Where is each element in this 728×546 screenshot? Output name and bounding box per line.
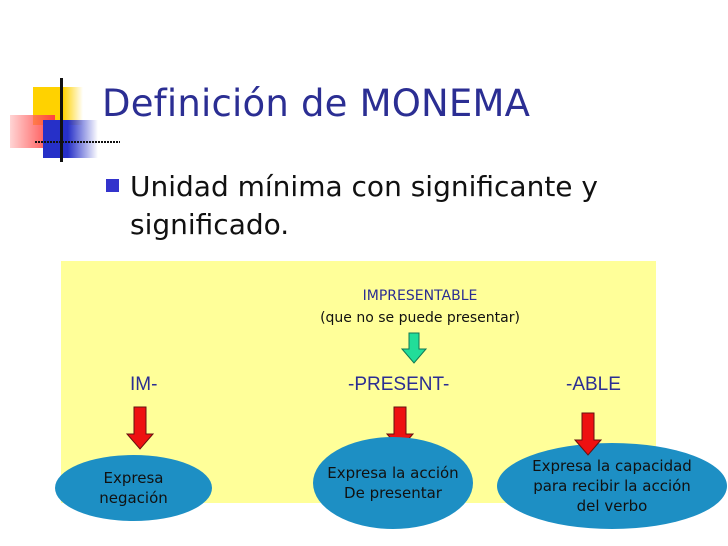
meaning-ellipse-capacidad: Expresa la capacidad para recibir la acc… xyxy=(497,443,727,529)
horizontal-line-decoration xyxy=(35,141,120,143)
red-down-arrow-icon xyxy=(574,412,602,456)
slide-logo-decoration xyxy=(0,70,120,170)
meaning-text: Expresa negación xyxy=(99,469,168,507)
bullet-text: Unidad mínima con significante y signifi… xyxy=(130,170,598,241)
word-gloss: (que no se puede presentar) xyxy=(320,310,520,326)
green-down-arrow-icon xyxy=(401,332,427,364)
bullet-square-icon xyxy=(106,179,119,192)
vertical-line-decoration xyxy=(60,78,63,162)
morpheme-present: -PRESENT- xyxy=(348,374,450,395)
meaning-ellipse-negacion: Expresa negación xyxy=(55,455,212,521)
red-down-arrow-icon xyxy=(126,406,154,450)
word-label: IMPRESENTABLE xyxy=(362,288,478,304)
morpheme-im: IM- xyxy=(130,374,158,395)
meaning-text: Expresa la capacidad para recibir la acc… xyxy=(532,457,692,515)
blue-square-decoration xyxy=(43,120,98,158)
meaning-text: Expresa la acción De presentar xyxy=(327,464,459,502)
slide-title: Definición de MONEMA xyxy=(102,82,531,125)
meaning-ellipse-presentar: Expresa la acción De presentar xyxy=(313,437,473,529)
morpheme-able: -ABLE xyxy=(566,374,621,395)
